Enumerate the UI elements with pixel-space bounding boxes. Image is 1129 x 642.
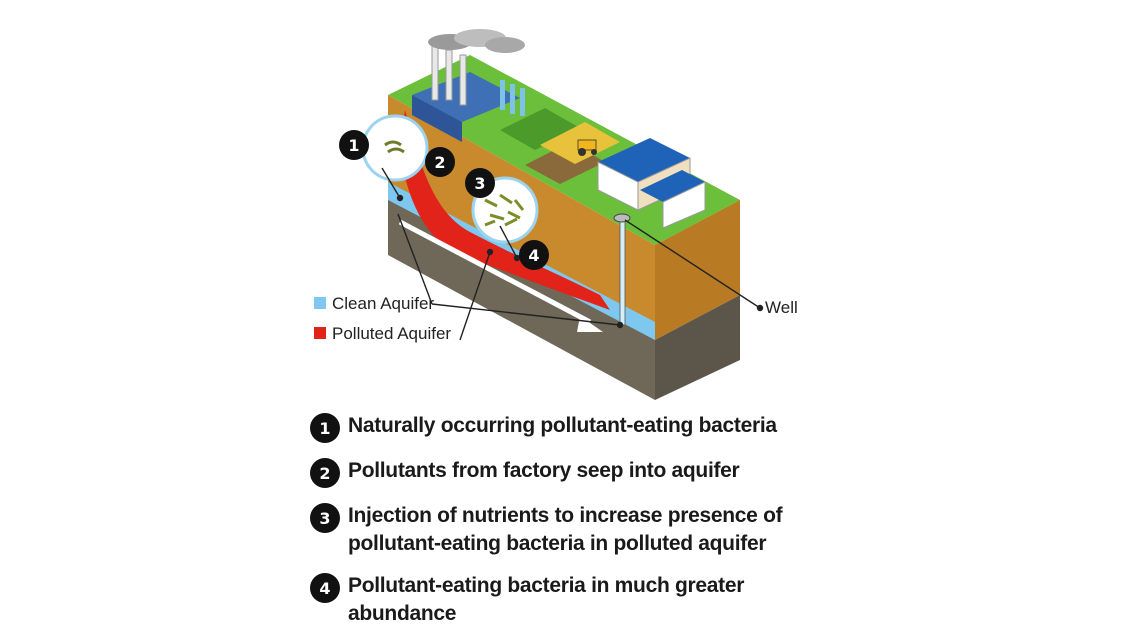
legend-text: Injection of nutrients to increase prese… (348, 504, 783, 555)
rock-right-face (655, 295, 740, 400)
house-icon (597, 138, 706, 229)
legend-text: Naturally occurring pollutant-eating bac… (348, 414, 777, 437)
factory-icon (412, 29, 525, 142)
svg-text:4: 4 (528, 246, 539, 265)
numbered-legend: 1 Naturally occurring pollutant-eating b… (310, 412, 870, 642)
legend-text: Pollutant-eating bacteria in much greate… (348, 574, 745, 625)
legend-item-1: 1 Naturally occurring pollutant-eating b… (310, 412, 870, 443)
well-icon (613, 213, 631, 223)
smokestack-icon (431, 44, 439, 101)
well-shaft (619, 219, 626, 326)
soil-right-face (655, 200, 740, 340)
legend-item-4: 4 Pollutant-eating bacteria in much grea… (310, 572, 870, 628)
legend-number: 2 (310, 458, 340, 488)
polluted-aquifer-plume (400, 110, 610, 310)
clean-aquifer-label: Clean Aquifer (332, 294, 434, 313)
legend-item-3: 3 Injection of nutrients to increase pre… (310, 502, 870, 558)
flow-arrow-head (577, 316, 603, 332)
svg-text:2: 2 (434, 153, 445, 172)
polluted-aquifer-label: Polluted Aquifer (332, 324, 451, 343)
svg-text:3: 3 (474, 174, 485, 193)
leader-lines (381, 167, 764, 341)
legend-number: 3 (310, 503, 340, 533)
marker-2: 2 (425, 147, 455, 177)
tractor-icon (577, 139, 597, 156)
well-label: Well (765, 298, 798, 317)
legend-text: Pollutants from factory seep into aquife… (348, 459, 740, 482)
marker-3: 3 (465, 168, 495, 198)
legend-number: 1 (310, 413, 340, 443)
legend-number: 4 (310, 573, 340, 603)
flow-arrow-line (398, 219, 592, 325)
marker-4: 4 (519, 240, 549, 270)
marker-1: 1 (339, 130, 369, 160)
legend-item-2: 2 Pollutants from factory seep into aqui… (310, 457, 870, 488)
polluted-aquifer-swatch (314, 327, 326, 339)
aquifer-diagram: 1 2 3 4 Clean Aquifer Polluted Aquifer W… (314, 29, 798, 400)
clean-aquifer-swatch (314, 297, 326, 309)
svg-text:1: 1 (348, 136, 359, 155)
